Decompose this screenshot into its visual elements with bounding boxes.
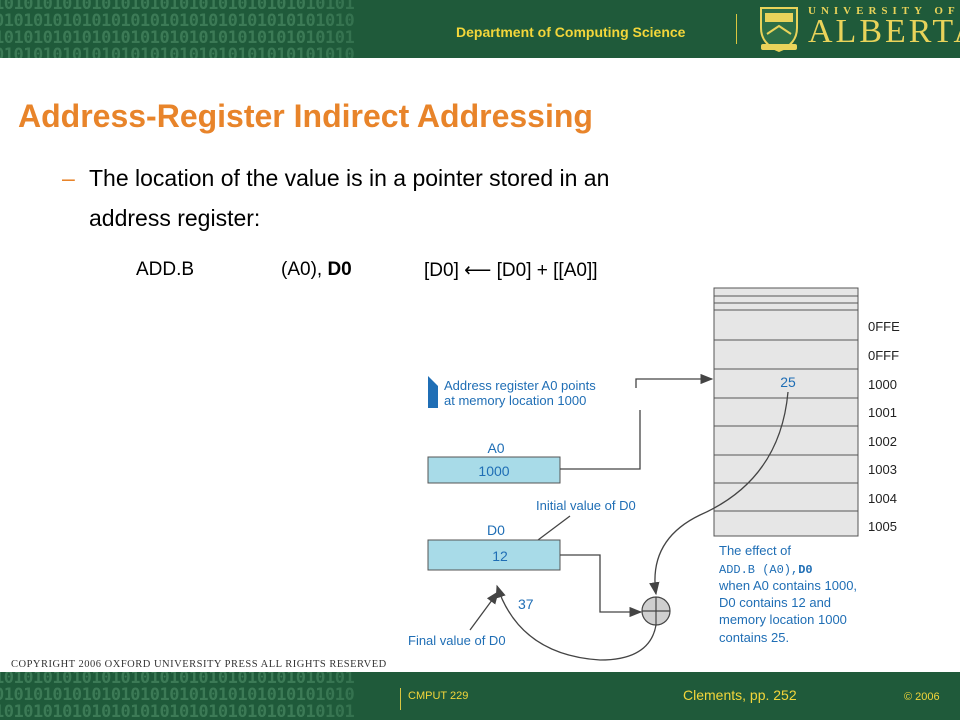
binary-pattern-decoration: 1010101010101010101010101010101010101 01… (0, 672, 355, 720)
reference-citation: Clements, pp. 252 (683, 687, 797, 703)
effect-code-a: ADD.B (A0), (719, 563, 798, 577)
effect-line3: when A0 contains 1000, (718, 578, 857, 593)
header-fade (300, 0, 500, 58)
d0-register (427, 539, 561, 571)
memory-address: 0FFF (868, 348, 899, 363)
university-crest-icon (760, 7, 798, 53)
memory-address: 1003 (868, 462, 897, 477)
a0-note-line2: at memory location 1000 (444, 393, 586, 408)
arrow-d0-to-adder (560, 554, 643, 618)
initial-d0-note: Initial value of D0 (536, 498, 636, 513)
memory-block (713, 287, 859, 537)
instruction-dest-operand: D0 (327, 259, 352, 280)
bullet-dash: – (62, 165, 75, 191)
footer-band: 1010101010101010101010101010101010101 01… (0, 672, 960, 720)
memory-address: 1004 (868, 491, 897, 506)
d0-register-label: D0 (487, 522, 505, 538)
department-name: Department of Computing Science (456, 24, 686, 40)
bullet-text-line1: The location of the value is in a pointe… (89, 165, 610, 191)
a0-register (427, 456, 561, 484)
memory-address: 0FFE (868, 319, 900, 334)
a0-register-value: 1000 (478, 463, 509, 479)
arrow-memory-to-adder (649, 391, 789, 596)
slide-title: Address-Register Indirect Addressing (18, 98, 593, 134)
memory-address: 1002 (868, 434, 897, 449)
arrow-final-note (469, 590, 499, 631)
final-d0-note: Final value of D0 (408, 633, 506, 648)
arrow-a0-link (560, 410, 641, 470)
binary-pattern-decoration: 1010101010101010101010101010101010101 01… (0, 0, 355, 58)
effect-line6: contains 25. (719, 630, 789, 645)
memory-value: 25 (780, 374, 796, 390)
memory-address: 1005 (868, 519, 897, 534)
effect-code-b: D0 (798, 563, 812, 577)
instruction-source-operand: (A0), (281, 259, 328, 280)
a0-register-label: A0 (487, 440, 504, 456)
header-divider (736, 14, 737, 44)
instruction-operands: (A0), D0 (281, 259, 352, 281)
effect-code: ADD.B (A0),D0 (719, 563, 813, 577)
effect-line1: The effect of (719, 543, 791, 558)
arrow-note-to-memory (635, 373, 714, 388)
arrow-result-to-d0 (495, 584, 657, 661)
d0-register-value: 12 (492, 548, 508, 564)
bullet-text-line2: address register: (89, 205, 261, 231)
effect-line5: memory location 1000 (719, 612, 847, 627)
result-value: 37 (518, 596, 534, 612)
instruction-rtl: [D0] ⟵ [D0] + [[A0]] (424, 260, 598, 281)
copyright-notice: COPYRIGHT 2006 OXFORD UNIVERSITY PRESS A… (11, 659, 387, 670)
course-code: CMPUT 229 (408, 690, 469, 702)
effect-caption: The effect of ADD.B (A0),D0 when A0 cont… (718, 543, 857, 645)
footer-divider (400, 688, 401, 710)
memory-address: 1001 (868, 405, 897, 420)
copyright-year: © 2006 (904, 691, 940, 703)
memory-address-labels: 0FFE 0FFF 1000 1001 1002 1003 1004 1005 (868, 319, 900, 534)
a0-note-line1: Address register A0 points (444, 378, 596, 393)
memory-address: 1000 (868, 377, 897, 392)
effect-line4: D0 contains 12 and (719, 595, 831, 610)
instruction-opcode: ADD.B (136, 259, 195, 280)
university-label-small: UNIVERSITY OF (808, 5, 960, 17)
adder-icon (641, 596, 671, 626)
a0-note-marker (428, 376, 438, 408)
a0-note: Address register A0 points at memory loc… (444, 378, 596, 408)
header-band: 1010101010101010101010101010101010101 01… (0, 0, 960, 58)
